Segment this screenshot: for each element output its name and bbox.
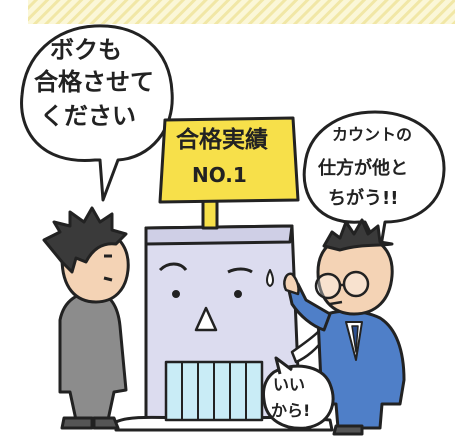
sign-title: 合格実績 <box>176 127 268 153</box>
speech-right-line-3: ちがう!! <box>328 188 399 209</box>
man-right <box>283 218 406 436</box>
speech-left-line-3: ください <box>40 102 136 130</box>
man-right-mouth <box>329 300 343 306</box>
man-right-hair <box>322 218 394 252</box>
speech-left-line-2: 合格させて <box>34 68 154 96</box>
speech-building-line-1: いい <box>273 375 306 394</box>
man-right-hand <box>283 272 300 296</box>
speech-right-line-1: カウントの <box>332 125 413 144</box>
building-nose <box>194 306 218 332</box>
man-left <box>42 206 130 430</box>
building-roof-band <box>144 224 294 246</box>
glasses-left-lens <box>314 272 342 300</box>
building-eye-left <box>172 290 180 298</box>
man-right-shoes <box>332 424 364 436</box>
glasses-right-lens <box>342 270 370 298</box>
speech-building-line-2: から! <box>271 401 311 420</box>
building-eye-right <box>234 290 242 298</box>
speech-bubble-right <box>302 110 446 254</box>
rank-sign <box>158 116 300 230</box>
speech-bubble-left <box>20 24 174 202</box>
building-sweat-drop <box>266 269 274 287</box>
man-right-arm <box>286 282 332 332</box>
speech-right-line-2: 仕方が他と <box>318 158 408 179</box>
building-eyebrow-left <box>158 262 188 272</box>
sign-number: NO.1 <box>192 163 247 187</box>
man-left-body <box>58 290 128 422</box>
speech-left-line-1: ボクも <box>50 36 122 64</box>
speech-bubble-building <box>262 356 335 430</box>
header-band <box>28 0 455 24</box>
building-eyebrow-right <box>227 267 253 274</box>
man-left-hair <box>42 206 128 274</box>
man-left-shoes <box>60 416 94 430</box>
